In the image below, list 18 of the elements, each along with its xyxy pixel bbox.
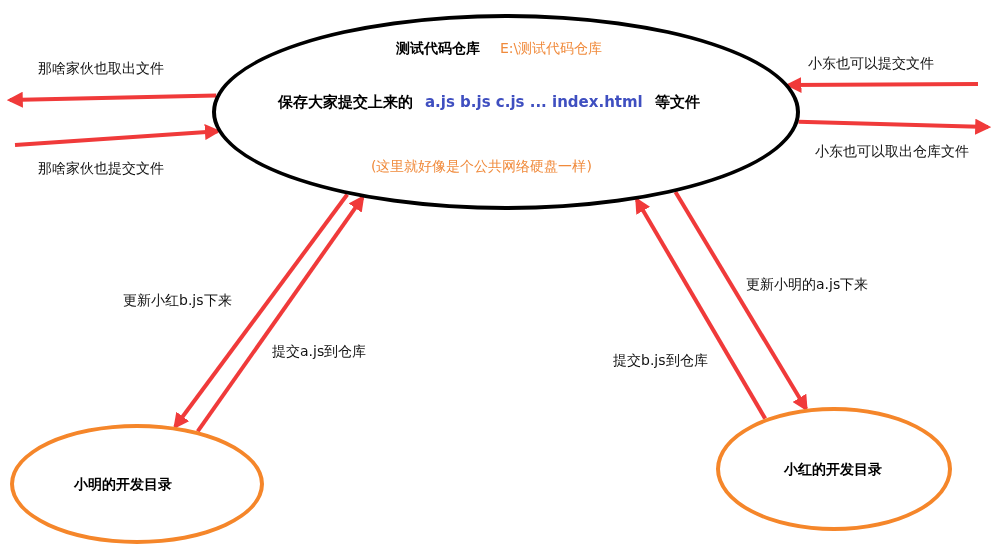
path-label: E:\测试代码仓库: [500, 40, 603, 58]
edge-label: 更新小明的a.js下来: [746, 276, 869, 294]
note: (这里就好像是个公共网络硬盘一样): [371, 158, 592, 176]
edge-label: 提交b.js到仓库: [613, 352, 708, 370]
file-list: a.js b.js c.js ... index.html: [425, 93, 643, 111]
description: 保存大家提交上来的: [278, 93, 413, 112]
arrow: [798, 118, 992, 135]
description-suffix: 等文件: [655, 93, 700, 112]
heading: 测试代码仓库: [396, 40, 480, 58]
arrow: [635, 197, 767, 420]
directory-name: 小明的开发目录: [74, 476, 172, 494]
edge-label: 那啥家伙也取出文件: [38, 60, 164, 78]
edge-label: 小东也可以取出仓库文件: [815, 143, 969, 161]
edge-label: 小东也可以提交文件: [808, 55, 934, 73]
edge-label: 那啥家伙也提交文件: [38, 160, 164, 178]
edge-label: 更新小红b.js下来: [123, 292, 232, 310]
edge-label: 提交a.js到仓库: [272, 343, 367, 361]
directory-name: 小红的开发目录: [784, 461, 882, 479]
